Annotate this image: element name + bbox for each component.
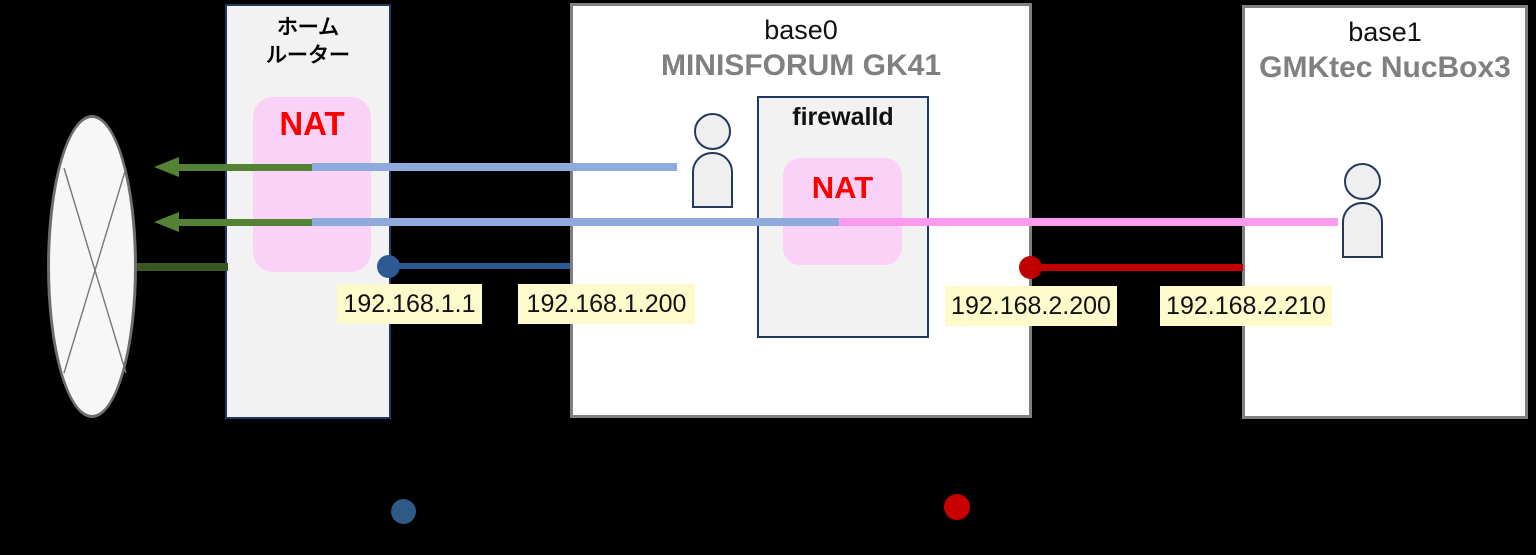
person-head-icon <box>1344 163 1381 200</box>
flow2-blue-segment <box>312 218 839 226</box>
home-router-title-line1: ホーム <box>276 16 340 39</box>
lan2-endpoint-dot <box>1019 256 1042 279</box>
router-nat-label: NAT <box>279 105 345 142</box>
home-router-title-line2: ルーター <box>266 44 350 68</box>
person-body-icon <box>1342 202 1383 258</box>
ip-label-base0-wan: 192.168.1.200 <box>518 284 695 324</box>
ip-label-base0-lan: 192.168.2.200 <box>945 286 1117 326</box>
router-nat-box: NAT <box>253 97 371 272</box>
lan1-link-line <box>388 263 570 269</box>
internet-ellipse <box>47 115 137 418</box>
flow2-left-arrowhead-icon <box>154 212 179 232</box>
legend-blue-dot <box>391 499 416 524</box>
lan1-endpoint-dot <box>377 255 400 278</box>
base1-hostname: base1 <box>1348 17 1422 47</box>
person-body-icon <box>692 152 733 208</box>
flow1-green-segment <box>178 164 312 171</box>
person-head-icon <box>694 113 731 150</box>
legend-red-dot <box>944 494 970 520</box>
flow2-pink-segment <box>839 218 1338 226</box>
flow2-green-segment <box>178 219 312 226</box>
ip-label-base1: 192.168.2.210 <box>1160 286 1332 326</box>
router-internet-link-line <box>137 263 228 271</box>
home-router-title: ホーム ルーター <box>227 6 389 71</box>
base1-model: GMKtec NucBox3 <box>1259 50 1511 84</box>
firewalld-nat-label: NAT <box>811 170 874 205</box>
ip-label-router-lan: 192.168.1.1 <box>337 284 482 324</box>
flow1-blue-segment <box>312 163 677 171</box>
base1-box: base1 GMKtec NucBox3 <box>1242 5 1528 419</box>
base0-hostname: base0 <box>764 15 838 45</box>
firewalld-title: firewalld <box>792 103 894 131</box>
flow1-left-arrowhead-icon <box>154 157 179 177</box>
internet-x-icon <box>63 167 127 374</box>
base0-model: MINISFORUM GK41 <box>660 48 942 82</box>
lan2-link-line <box>1030 264 1243 271</box>
firewalld-nat-box: NAT <box>783 158 902 265</box>
